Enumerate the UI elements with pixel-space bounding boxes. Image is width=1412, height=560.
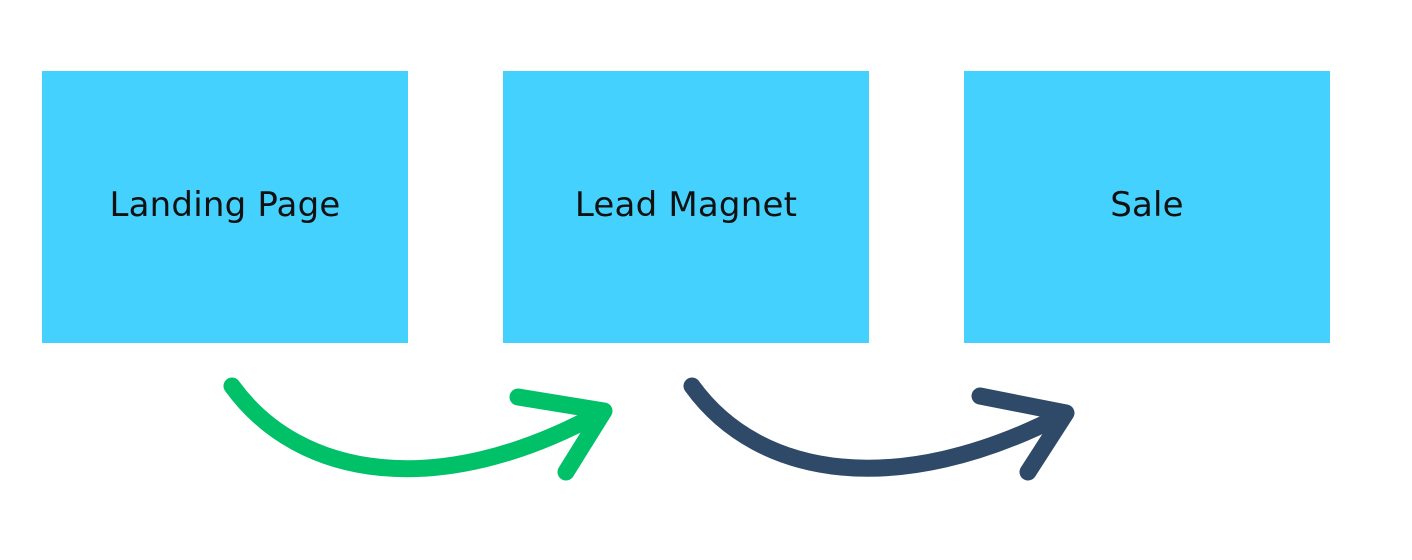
arrow-shaft [683,377,1069,477]
stage-label: Lead Magnet [574,185,798,225]
curved-arrow-icon [223,377,613,481]
stage-label: Landing Page [109,185,341,225]
curved-arrow-icon [683,377,1075,481]
stage-box-lead-magnet: Lead Magnet [503,71,869,343]
arrow-head [971,387,1075,481]
arrow-shaft [223,377,607,478]
stage-box-sale: Sale [964,71,1330,343]
stage-box-landing-page: Landing Page [42,71,408,343]
arrow-head [509,388,613,481]
stage-label: Sale [1110,185,1184,225]
